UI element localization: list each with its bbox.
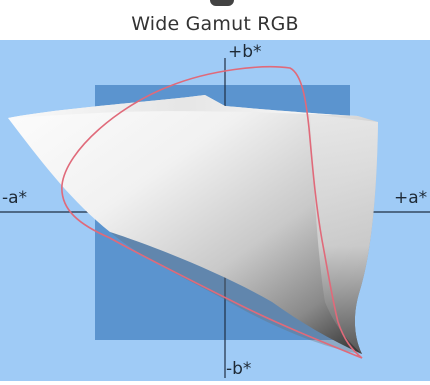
gamut-lower-shadow	[110, 232, 362, 354]
axis-label-pos-a: +a*	[394, 188, 428, 208]
axis-label-neg-a: -a*	[2, 188, 28, 208]
diagram-title: Wide Gamut RGB	[131, 13, 299, 35]
reference-outline	[61, 66, 363, 359]
top-strip	[0, 0, 430, 8]
axis-label-neg-b: -b*	[226, 359, 252, 379]
cropped-top-mark	[210, 0, 234, 6]
gamut-solid	[8, 95, 378, 354]
gamut-plot: +b* -b* -a* +a*	[0, 40, 430, 381]
axis-label-pos-b: +b*	[228, 42, 262, 62]
gamut-diagram	[0, 40, 430, 381]
gamut-top-facet	[8, 95, 358, 118]
gamut-side-facet	[310, 114, 378, 354]
